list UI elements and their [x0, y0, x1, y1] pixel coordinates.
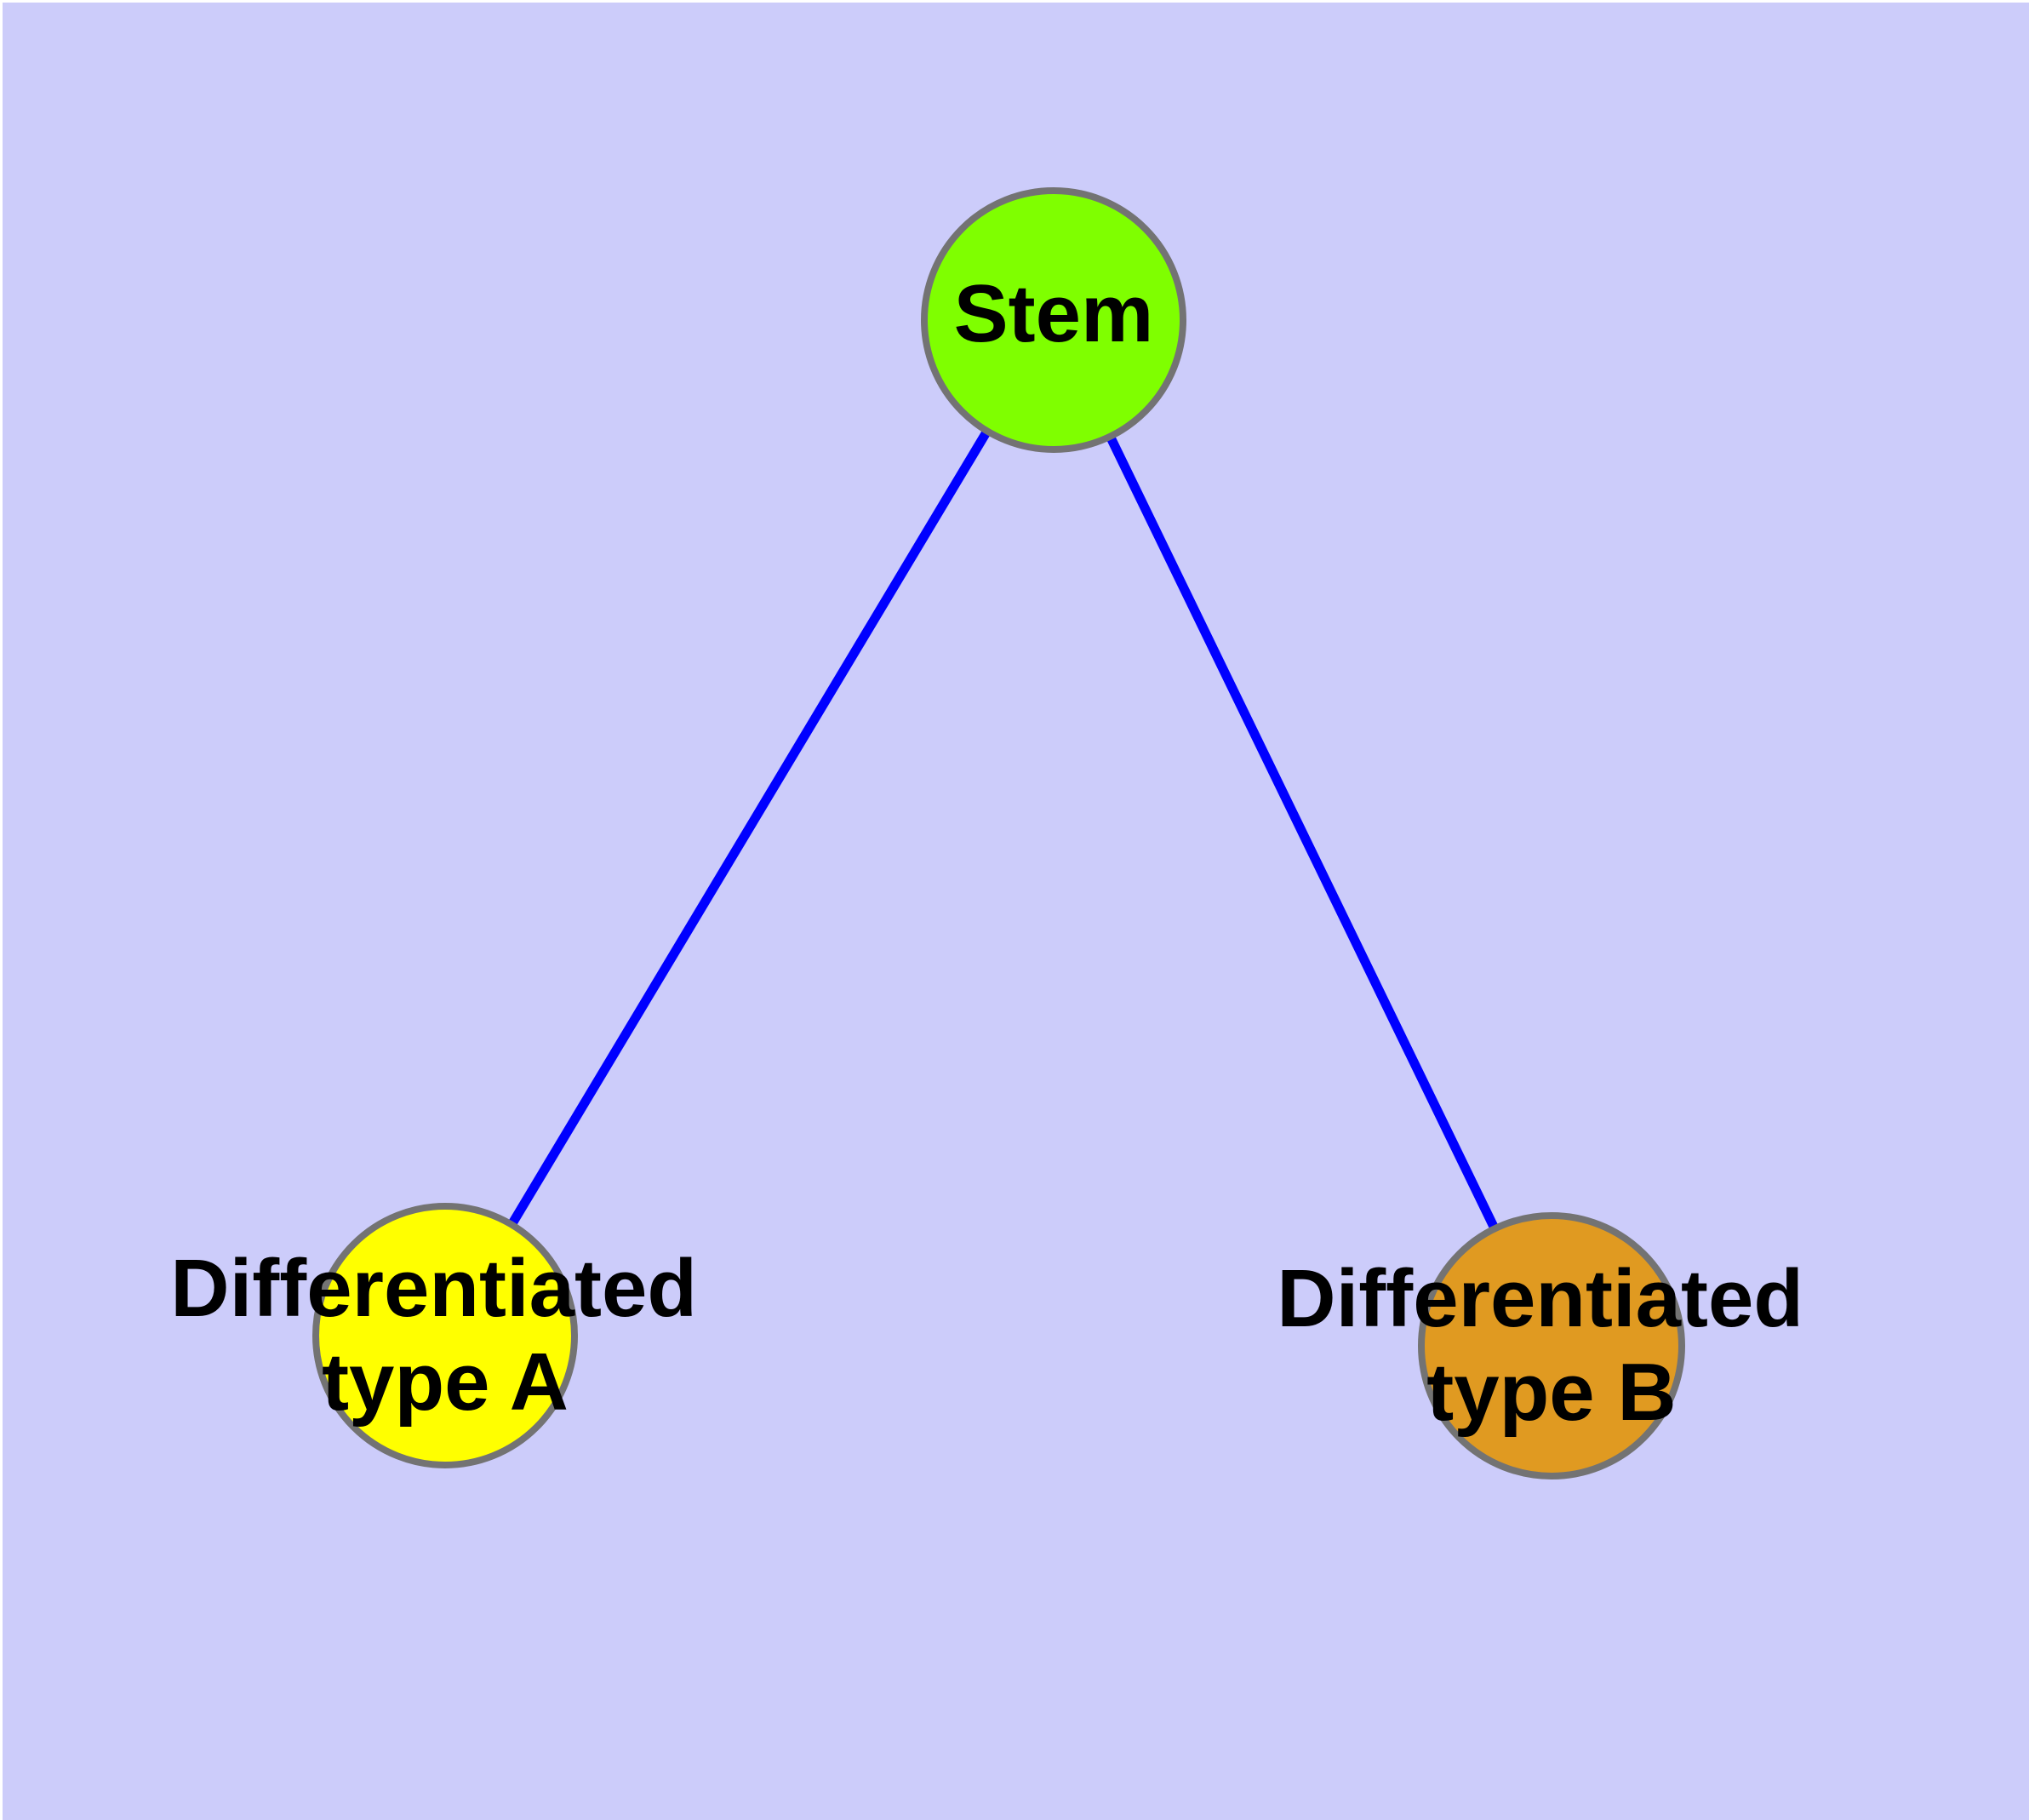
node-differentiated-type-b-circle[interactable] [1418, 1212, 1685, 1479]
overflow-labels-layer: Differentiated type A Differentiated typ… [170, 1243, 1826, 1438]
node-stem[interactable]: Stem [921, 187, 1186, 453]
node-differentiated-type-a-circle[interactable] [312, 1203, 578, 1468]
node-differentiated-type-b-label: Differentiated type B [1277, 1253, 1826, 1438]
node-differentiated-type-b-label-line-2: type B [1426, 1347, 1676, 1438]
node-differentiated-type-a[interactable] [312, 1203, 578, 1468]
node-differentiated-type-a-label-line-1: Differentiated [170, 1243, 697, 1334]
node-stem-label-line-1: Stem [954, 268, 1154, 359]
edge-stem-to-differentiated-type-b[interactable] [1106, 436, 1499, 1229]
edges-layer [508, 430, 1499, 1229]
node-differentiated-type-b-label-line-1: Differentiated [1277, 1253, 1803, 1344]
node-stem-circle[interactable] [921, 187, 1186, 453]
node-differentiated-type-a-label-line-2: type A [322, 1336, 569, 1428]
edge-stem-to-differentiated-type-a[interactable] [508, 430, 991, 1226]
graph-svg: Stem Differentiated type A Differentiate… [170, 187, 1826, 1479]
node-differentiated-type-b[interactable] [1418, 1212, 1685, 1479]
node-stem-label: Stem [954, 268, 1154, 359]
nodes-layer: Stem [312, 187, 1685, 1479]
node-differentiated-type-a-label: Differentiated type A [170, 1243, 719, 1428]
